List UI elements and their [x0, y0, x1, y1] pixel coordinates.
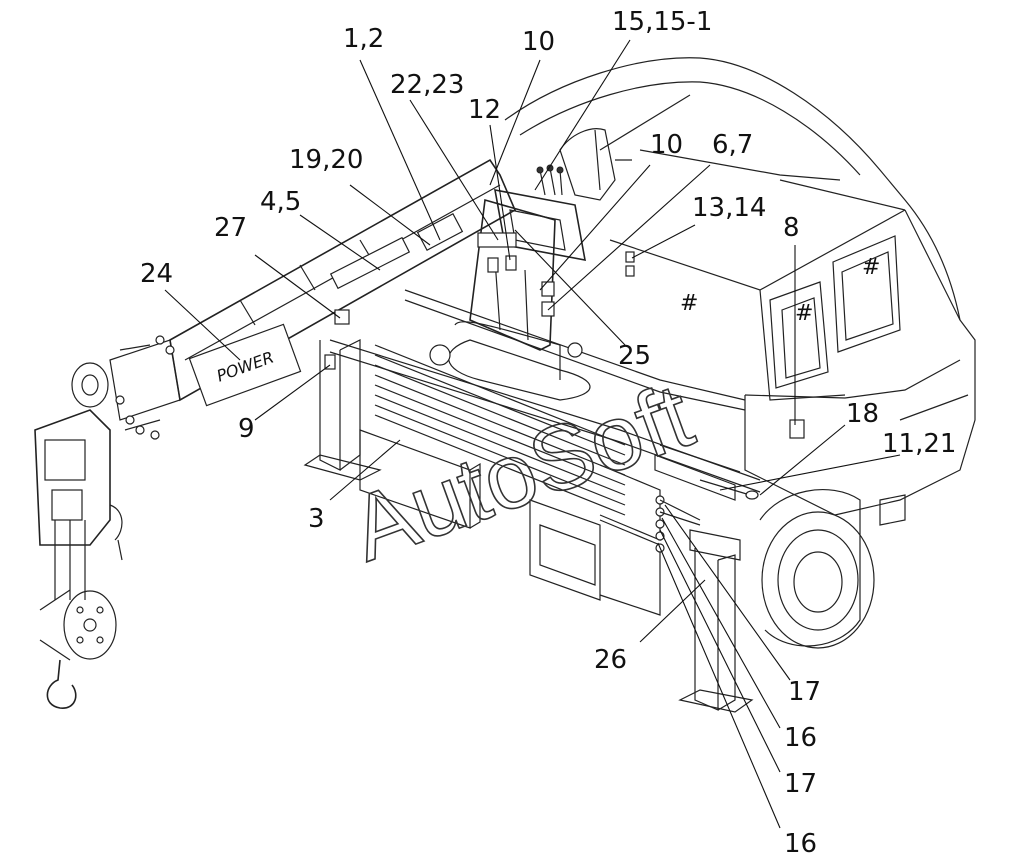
callout-11-21: 11,21 — [882, 429, 956, 459]
boom-head-and-hook — [34, 362, 123, 709]
callout-22-23: 22,23 — [390, 70, 464, 100]
callout-labels: 1,2 22,23 10 15,15-1 12 19,20 10 6,7 4,5… — [140, 7, 956, 859]
callout-12: 12 — [468, 95, 501, 125]
callout-8: 8 — [783, 213, 800, 243]
callout-4-5: 4,5 — [260, 187, 301, 217]
callout-1-2: 1,2 — [343, 24, 384, 54]
callout-24: 24 — [140, 259, 173, 289]
svg-text:#: # — [795, 301, 813, 326]
callout-15-15-1: 15,15-1 — [612, 7, 712, 37]
svg-text:#: # — [862, 255, 880, 280]
callout-10-mid: 10 — [650, 130, 683, 160]
callout-16-a: 16 — [784, 723, 817, 753]
outrigger-hoses — [374, 344, 759, 553]
callout-9: 9 — [238, 414, 255, 444]
callout-19-20: 19,20 — [289, 145, 363, 175]
stabilizer-right — [678, 529, 754, 713]
callout-6-7: 6,7 — [712, 130, 753, 160]
svg-text:#: # — [680, 291, 698, 316]
chassis-frame — [329, 289, 761, 616]
callout-16-b: 16 — [784, 829, 817, 859]
leader-lines — [164, 39, 901, 829]
callout-3: 3 — [308, 504, 325, 534]
callout-18: 18 — [846, 399, 879, 429]
callout-27: 27 — [214, 213, 247, 243]
watermark: AutoSoft — [338, 364, 705, 581]
callout-17-b: 17 — [784, 769, 817, 799]
callout-13-14: 13,14 — [692, 193, 766, 223]
callout-26: 26 — [594, 645, 627, 675]
callout-25: 25 — [618, 341, 651, 371]
callout-10-top: 10 — [522, 27, 555, 57]
callout-17-a: 17 — [788, 677, 821, 707]
stabilizer-left — [303, 339, 382, 481]
truck-cab: # # # — [504, 57, 976, 526]
front-wheel — [759, 489, 875, 649]
